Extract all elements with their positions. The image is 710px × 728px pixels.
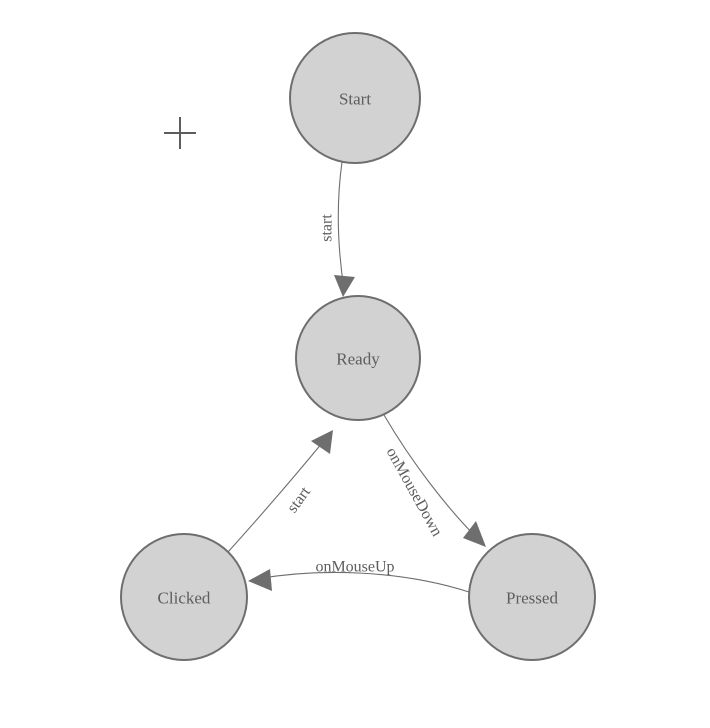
edge-line: [383, 414, 479, 540]
arrowhead-icon: [334, 275, 355, 297]
edge-line: [227, 436, 328, 553]
crosshair-marker[interactable]: [164, 117, 196, 149]
state-node-ready[interactable]: Ready: [295, 295, 421, 421]
edge-label-start-to-ready: start: [319, 214, 336, 242]
edge-pressed-to-clicked[interactable]: onMouseUp: [248, 559, 470, 593]
state-node-start[interactable]: Start: [289, 32, 421, 164]
edge-label-ready-to-pressed: onMouseDown: [383, 445, 446, 540]
edge-line: [337, 161, 345, 290]
state-node-pressed[interactable]: Pressed: [468, 533, 596, 661]
node-circle[interactable]: [468, 533, 596, 661]
node-circle[interactable]: [295, 295, 421, 421]
node-circle[interactable]: [289, 32, 421, 164]
node-circle[interactable]: [120, 533, 248, 661]
arrowhead-icon: [248, 569, 272, 591]
edge-line: [255, 571, 470, 593]
arrowhead-icon: [463, 521, 486, 547]
edge-clicked-to-ready[interactable]: start: [227, 430, 333, 553]
arrowhead-icon: [311, 430, 333, 454]
state-node-clicked[interactable]: Clicked: [120, 533, 248, 661]
edge-start-to-ready[interactable]: start: [319, 161, 356, 297]
edge-ready-to-pressed[interactable]: onMouseDown: [383, 414, 486, 547]
edge-label-clicked-to-ready: start: [284, 483, 314, 516]
